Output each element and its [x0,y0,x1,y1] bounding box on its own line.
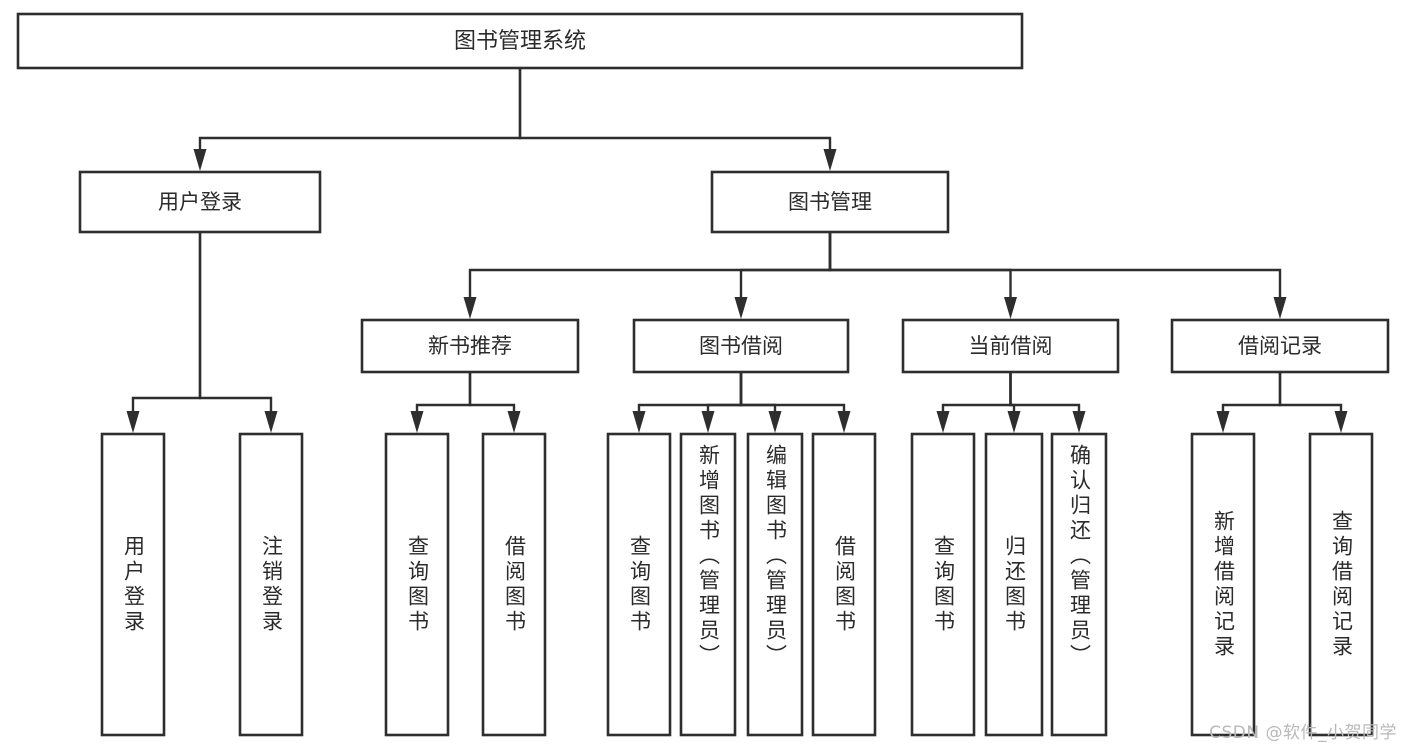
arrowhead-icon [823,149,837,171]
connector-layer [126,68,1348,433]
connector-e-current-l1 [941,372,1012,411]
node-label-new-book-recommend: 新书推荐 [428,334,512,358]
arrowhead-icon [632,411,646,433]
node-box-book-management[interactable] [710,170,950,234]
arrowhead-icon [410,411,424,433]
arrowhead-icon [193,149,207,171]
node-box-current-borrow[interactable] [901,318,1120,374]
arrowhead-icon [1273,297,1287,319]
connector-e-newbook-l2 [468,372,516,411]
arrowhead-icon [126,411,140,433]
node-box-user-login[interactable] [78,170,322,234]
node-box-leaf-user-login[interactable] [100,432,166,737]
node-box-borrow-records[interactable] [1170,318,1390,374]
node-box-new-book-recommend[interactable] [360,318,580,374]
node-box-leaf-return-book[interactable] [984,432,1044,737]
node-label-current-borrow: 当前借阅 [969,334,1053,358]
arrowhead-icon [837,411,851,433]
connector-e-borrow-l4 [739,372,846,411]
node-box-leaf-edit-book[interactable] [746,432,804,737]
arrowhead-icon [1072,411,1086,433]
arrowhead-icon [936,411,950,433]
connector-e-userlogin-l2 [198,232,273,411]
node-box-leaf-add-borrow-record[interactable] [1190,432,1256,737]
node-box-leaf-borrow-book-2[interactable] [811,432,877,737]
arrowhead-icon [1004,297,1017,319]
arrowhead-icon [264,411,278,433]
arrowhead-icon [1334,411,1348,433]
node-box-leaf-query-book-1[interactable] [384,432,450,737]
connector-e-records-l2 [1278,372,1343,411]
connector-e-borrow-l2 [706,372,743,411]
node-box-book-borrow[interactable] [632,318,850,374]
connector-e-bookmgmt-c2 [739,232,832,297]
connector-e-current-l3 [1009,372,1081,411]
connector-e-newbook-l1 [415,372,472,411]
connector-e-bookmgmt-c1 [468,232,832,297]
connector-e-bookmgmt-c4 [828,232,1282,297]
node-label-book-borrow: 图书借阅 [699,334,783,358]
node-box-leaf-add-book[interactable] [679,432,737,737]
node-box-leaf-query-borrow-record[interactable] [1308,432,1374,737]
arrowhead-icon [701,411,715,433]
connector-e-records-l1 [1221,372,1282,411]
connector-e-root-bookmgmt [518,68,832,149]
node-box-root[interactable] [16,12,1024,70]
connector-e-userlogin-l1 [131,232,202,411]
node-box-leaf-borrow-book-1[interactable] [481,432,547,737]
arrowhead-icon [1216,411,1230,433]
node-label-book-management: 图书管理 [788,190,872,214]
csdn-watermark: CSDN @软件_小贺同学 [1209,723,1397,743]
node-box-leaf-confirm-return[interactable] [1050,432,1108,737]
arrowhead-icon [768,411,782,433]
node-box-leaf-logout[interactable] [238,432,304,737]
arrowhead-icon [463,297,477,319]
node-box-leaf-query-book-2[interactable] [606,432,672,737]
node-label-borrow-records: 借阅记录 [1238,334,1322,358]
node-box-layer [16,12,1390,737]
arrowhead-icon [734,297,748,319]
arrowhead-icon [507,411,521,433]
connector-e-bookmgmt-c3 [828,232,1012,297]
node-label-root: 图书管理系统 [454,29,586,54]
connector-e-root-userlogin [198,68,522,149]
node-label-user-login: 用户登录 [158,190,242,214]
arrowhead-icon [1007,411,1021,433]
node-box-leaf-query-book-3[interactable] [910,432,976,737]
